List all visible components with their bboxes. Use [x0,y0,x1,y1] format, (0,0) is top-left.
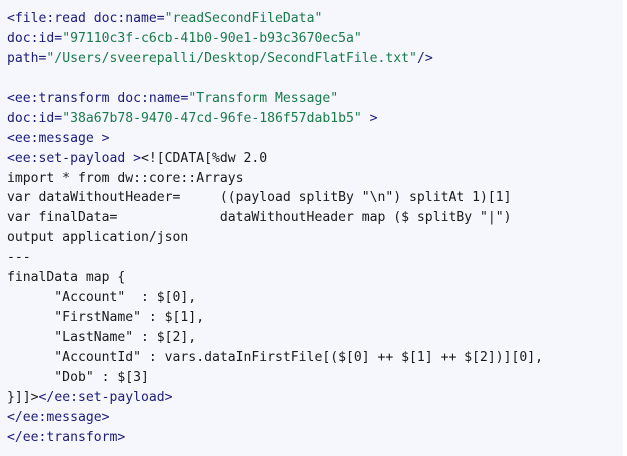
code-line: <ee:message > [7,129,623,149]
string-literal-token: "38a67b78-9470-47cd-96fe-186f57dab1b5" [62,110,362,126]
xml-tag-token: > [361,110,378,126]
xml-tag-token: </ee:transform> [7,429,126,445]
code-line: </ee:message> [7,408,623,428]
code-line: var dataWithoutHeader= ((payload splitBy… [7,188,623,208]
code-line: <ee:set-payload ><![CDATA[%dw 2.0 [7,149,623,169]
code-line: "LastName" : $[2], [7,328,623,348]
code-token: finalData map { [7,270,126,286]
code-line: finalData map { [7,268,623,288]
code-line: "Dob" : $[3] [7,368,623,388]
string-literal-token: "97110c3f-c6cb-41b0-90e1-b93c3670ec5a" [62,30,362,46]
code-token: var dataWithoutHeader= ((payload splitBy… [7,190,512,206]
xml-attribute-token: doc:id= [7,110,63,126]
code-line: "FirstName" : $[1], [7,308,623,328]
code-token: "AccountId" : vars.dataInFirstFile[($[0]… [7,349,544,365]
xml-tag-token: <ee:message > [7,130,110,146]
code-line: "AccountId" : vars.dataInFirstFile[($[0]… [7,348,623,368]
string-literal-token: "readSecondFileData" [164,11,323,26]
code-line: var finalData= dataWithoutHeader map ($ … [7,208,623,228]
xml-tag-token: <ee:set-payload > [7,150,142,166]
xml-attribute-token: path= [7,50,47,66]
code-line: </ee:transform> [7,428,623,448]
string-literal-token: "/Users/sveerepalli/Desktop/SecondFlatFi… [46,50,417,66]
code-token: }]]> [7,389,39,405]
code-token: import * from dw::core::Arrays [7,170,244,186]
code-line: import * from dw::core::Arrays [7,169,623,189]
xml-tag-token: </ee:set-payload> [38,389,173,405]
code-line: doc:id="97110c3f-c6cb-41b0-90e1-b93c3670… [7,29,623,49]
xml-tag-token: <ee:transform [7,90,118,106]
code-token: "FirstName" : $[1], [7,310,205,326]
code-token: var finalData= dataWithoutHeader map ($ … [7,210,512,226]
code-line: "Account" : $[0], [7,288,623,308]
code-token: <![CDATA[%dw 2.0 [141,150,268,166]
code-line: doc:id="38a67b78-9470-47cd-96fe-186f57da… [7,109,623,129]
code-token: --- [7,250,31,266]
code-line: output application/json [7,228,623,248]
code-line: --- [7,248,623,268]
code-token: "Account" : $[0], [7,290,197,306]
xml-tag-token: <file:read [7,11,94,26]
string-literal-token: "Transform Message" [188,90,339,106]
xml-tag-token: /> [416,50,433,66]
code-line: }]]></ee:set-payload> [7,388,623,408]
xml-attribute-token: doc:name= [117,90,189,106]
xml-attribute-token: doc:name= [93,11,165,26]
xml-attribute-token: doc:id= [7,30,63,46]
code-line [7,69,623,89]
code-token: "LastName" : $[2], [7,330,197,345]
xml-tag-token: </ee:message> [7,409,110,425]
code-line: path="/Users/sveerepalli/Desktop/SecondF… [7,49,623,69]
code-token: "Dob" : $[3] [7,369,149,385]
code-line: <file:read doc:name="readSecondFileData" [7,9,623,29]
code-line: <ee:transform doc:name="Transform Messag… [7,89,623,109]
code-token: output application/json [7,230,189,246]
